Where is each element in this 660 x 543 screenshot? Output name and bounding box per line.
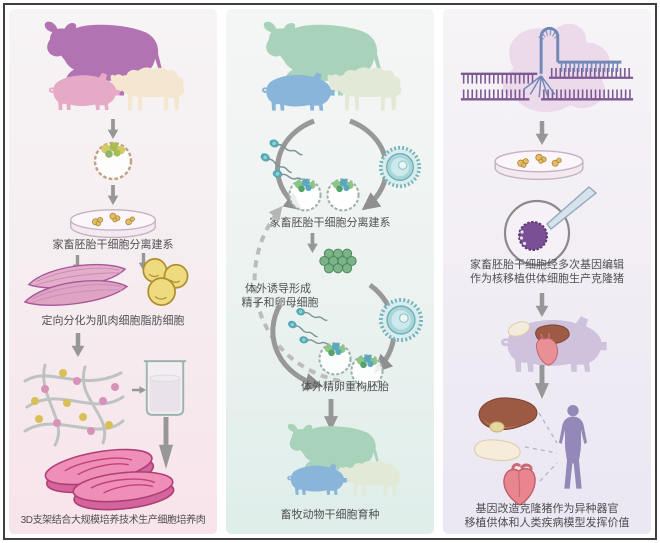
label-induction-line2: 精子和卵母细胞 xyxy=(241,297,319,309)
down-arrow-icon xyxy=(71,333,85,357)
down-arrow-icon xyxy=(107,185,119,205)
scaffold-icon xyxy=(23,363,125,447)
diagram-frame xyxy=(3,3,657,540)
petri-dish-icon xyxy=(494,150,584,181)
stem-cell-colony-icon xyxy=(319,248,357,274)
oocyte-icon xyxy=(378,297,424,343)
caption-xeno-line1: 基因改造克隆猪作为异种器官 xyxy=(475,503,619,515)
pig-icon xyxy=(48,72,120,111)
dashed-cycle-arrow-icon xyxy=(252,205,341,383)
cultured-meat-icon xyxy=(44,448,175,511)
panel-gene-edited-pigs: 家畜胚胎干细胞经多次基因编辑 作为核移植供体细胞生产克隆猪 xyxy=(443,9,651,534)
label-differentiation: 定向分化为肌肉细胞脂肪细胞 xyxy=(41,315,185,327)
pig-icon xyxy=(261,72,335,111)
pig-icon xyxy=(287,463,347,495)
panel-row: 家畜胚胎干细胞分离建系 定向分化为肌肉细胞脂肪细胞 xyxy=(9,9,651,534)
liver-icon xyxy=(478,397,538,433)
dashed-connector-lines xyxy=(524,412,558,482)
caption-breeding: 畜牧动物干细胞育种 xyxy=(280,509,380,521)
organ-pig-icon xyxy=(501,316,607,372)
human-silhouette-icon xyxy=(559,405,587,489)
panel-stem-cell-breeding: 家畜胚胎干细胞分离建系 体外诱导形成 精子和卵母细胞 体外精卵重构胚胎 xyxy=(226,9,434,534)
label-editing-line1: 家畜胚胎干细胞经多次基因编辑 xyxy=(470,259,624,271)
label-induction-line1: 体外诱导形成 xyxy=(245,283,311,295)
caption-cultured-meat: 3D支架结合大规模培养技术生产细胞培养肉 xyxy=(20,515,206,526)
label-isolation: 家畜胚胎干细胞分离建系 xyxy=(269,217,391,229)
crispr-cas9-icon xyxy=(460,23,634,112)
muscle-cells-icon xyxy=(23,263,129,306)
down-arrow-icon xyxy=(107,119,119,139)
sheep-icon xyxy=(326,67,402,111)
heart-icon xyxy=(503,463,536,506)
label-editing-line2: 作为核移植供体细胞生产克隆猪 xyxy=(470,273,624,285)
caption-xeno-line2: 移植供体和人类疾病模型发挥价值 xyxy=(464,517,630,529)
down-arrow-icon xyxy=(535,121,549,145)
label-isolation: 家畜胚胎干细胞分离建系 xyxy=(52,239,174,251)
blastocyst-icon xyxy=(93,141,133,181)
fat-cells-icon xyxy=(142,258,189,306)
label-reconstruction: 体外精卵重构胚胎 xyxy=(301,381,389,393)
panel-cultured-meat: 家畜胚胎干细胞分离建系 定向分化为肌肉细胞脂肪细胞 xyxy=(9,9,217,534)
beaker-icon xyxy=(143,360,187,416)
kidney-icon xyxy=(473,439,521,462)
oocyte-icon xyxy=(378,145,422,189)
nuclear-transfer-icon xyxy=(503,186,598,267)
